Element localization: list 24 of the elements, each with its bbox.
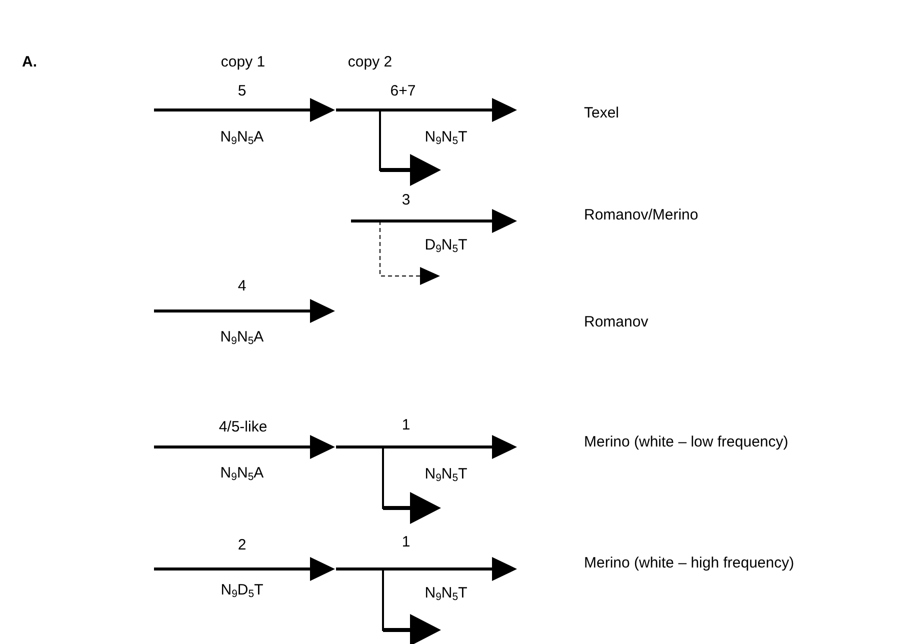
haplotype-label: N$_{9}$N$_{5}$A <box>220 330 264 344</box>
copy-number: 1 <box>402 418 410 432</box>
column-heading: copy 2 <box>348 54 392 70</box>
column-heading: copy 1 <box>220 54 266 70</box>
panel-label: A. <box>22 54 37 70</box>
breed-label: Texel <box>584 106 620 120</box>
haplotype-label: N$_{9}$N$_{5}$A <box>220 130 264 144</box>
copy-number: 1 <box>402 534 410 550</box>
haplotype-label: N$_{9}$N$_{5}$T <box>424 466 468 482</box>
copy-number: 2 <box>238 538 246 552</box>
copy-number: 6+7 <box>390 84 416 98</box>
copy-number: 3 <box>402 192 410 208</box>
haplotype-label: D$_{9}$N$_{5}$T <box>424 238 468 252</box>
breed-label: Merino (white – high frequency) <box>584 556 794 570</box>
haplotype-label: N$_{9}$N$_{5}$A <box>220 466 264 480</box>
breed-label: Romanov <box>584 314 648 330</box>
haplotype-label: N$_{9}$D$_{5}$T <box>220 582 264 598</box>
copy-number: 5 <box>238 84 246 98</box>
breed-label: Merino (white – low frequency) <box>584 434 788 450</box>
copy-number: 4 <box>238 278 246 294</box>
haplotype-label: N$_{9}$N$_{5}$T <box>424 586 468 600</box>
copy-number: 4/5-like <box>218 420 268 434</box>
breed-label: Romanov/Merino <box>584 208 698 222</box>
haplotype-label: N$_{9}$N$_{5}$T <box>424 130 468 144</box>
